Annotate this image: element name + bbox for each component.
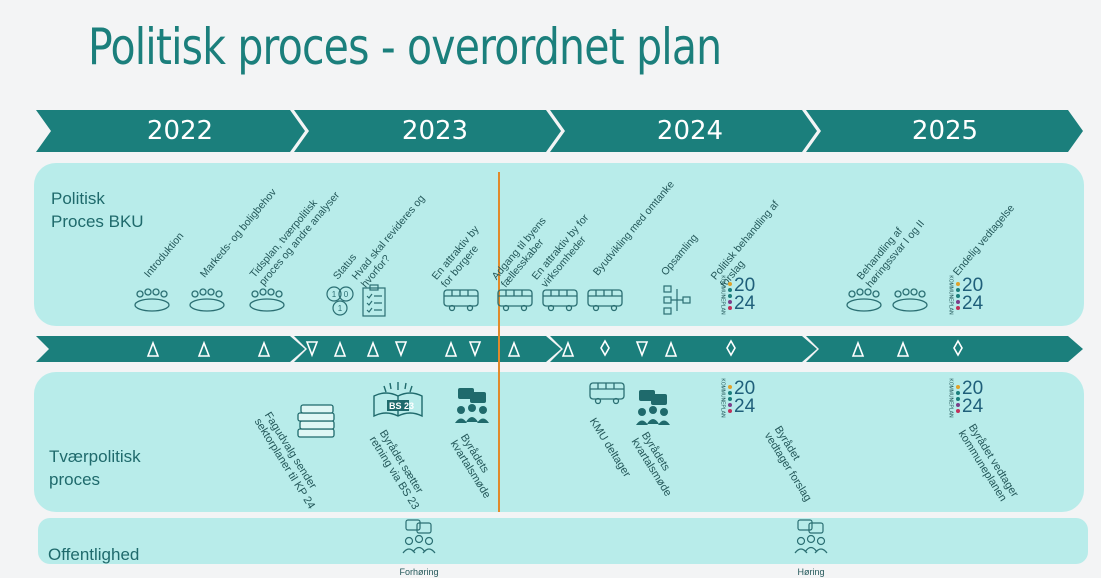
milestone-marker: [600, 339, 610, 357]
flowchart-icon: [663, 285, 691, 315]
milestone-marker: [561, 340, 575, 357]
meeting-table-icon: [249, 288, 285, 312]
milestone-marker: [366, 340, 380, 357]
year-label: 2024: [656, 116, 724, 146]
discussion-group-icon: [636, 390, 670, 425]
public-step-label: Høring: [797, 567, 825, 577]
logo-year-bottom: 24: [962, 396, 984, 417]
logo-year-top: 20: [962, 378, 984, 399]
milestone-marker: [664, 340, 678, 357]
year-chevron-2024: [550, 110, 817, 152]
bus-icon: [587, 289, 623, 312]
logo-year-top: 20: [734, 378, 756, 399]
discussion-group-icon: [402, 519, 436, 554]
milestone-marker: [507, 340, 521, 357]
year-label: 2022: [146, 116, 214, 146]
lane-label-political: Politisk Proces BKU: [51, 189, 144, 231]
public-lane-panel: [38, 518, 1088, 564]
year-label: 2025: [911, 116, 979, 146]
logo-side-text: KOMMUNEPLAN: [719, 378, 726, 418]
lane-label-crosspolitical: Tværpolitisk proces: [49, 447, 141, 489]
logo-side-text: KOMMUNEPLAN: [947, 378, 954, 418]
milestone-marker: [953, 339, 963, 357]
kommuneplan-logo: KOMMUNEPLAN 20 24: [717, 275, 759, 318]
page-title: Politisk proces - overordnet plan: [88, 18, 722, 76]
bus-icon: [443, 289, 479, 312]
logo-year-top: 20: [734, 275, 756, 296]
milestone-marker: [444, 340, 458, 357]
year-chevron-2023: [294, 110, 561, 152]
logo-side-text: KOMMUNEPLAN: [947, 275, 954, 315]
bus-icon: [497, 289, 533, 312]
milestone-marker: [197, 340, 211, 357]
svg-text:0: 0: [344, 290, 349, 299]
bs23-badge-text: BS 23: [389, 401, 415, 411]
bus-icon: [542, 289, 578, 312]
lane-label-public: Offentlighed: [48, 545, 140, 564]
meeting-table-icon: [189, 288, 225, 312]
milestone-marker: [851, 340, 865, 357]
kommuneplan-logo: KOMMUNEPLAN 20 24: [945, 378, 987, 421]
meeting-table-icon: [134, 288, 170, 312]
milestone-marker: [257, 340, 271, 357]
logo-year-top: 20: [962, 275, 984, 296]
open-book-icon: [373, 382, 423, 418]
checklist-icon: [362, 284, 386, 317]
discussion-group-icon: [455, 388, 489, 423]
kommuneplan-logo: KOMMUNEPLAN 20 24: [945, 275, 987, 318]
bus-icon: [589, 382, 625, 405]
svg-text:1: 1: [332, 290, 337, 299]
logo-year-bottom: 24: [962, 293, 984, 314]
year-chevron-2022: [36, 110, 305, 152]
discussion-group-icon: [794, 519, 828, 554]
logo-side-text: KOMMUNEPLAN: [719, 275, 726, 315]
kommuneplan-logo: KOMMUNEPLAN 20 24: [717, 378, 759, 421]
meeting-table-icon: [892, 288, 928, 312]
svg-text:1: 1: [338, 304, 343, 313]
milestone-marker: [333, 340, 347, 357]
milestone-marker: [726, 339, 736, 357]
books-icon: [297, 404, 335, 438]
milestone-marker: [394, 341, 408, 358]
logo-year-bottom: 24: [734, 293, 756, 314]
milestone-marker: [305, 341, 319, 358]
milestone-marker: [896, 340, 910, 357]
cross-lane-panel: [34, 372, 1084, 512]
public-step-label: Forhøring: [399, 567, 439, 577]
milestone-marker: [468, 341, 482, 358]
year-chevron-2025: [806, 110, 1083, 152]
milestone-marker: [635, 341, 649, 358]
logo-year-bottom: 24: [734, 396, 756, 417]
meeting-table-icon: [846, 288, 882, 312]
milestone-marker: [146, 340, 160, 357]
year-label: 2023: [401, 116, 469, 146]
